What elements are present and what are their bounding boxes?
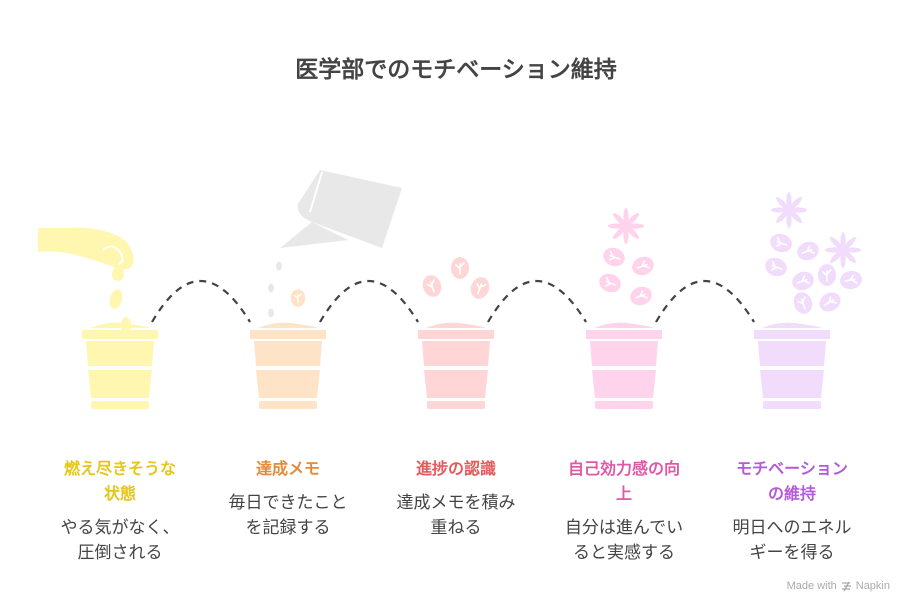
step-5: モチベーション の維持 明日へのエネル ギーを得る (707, 456, 877, 566)
napkin-watermark[interactable]: Made with Napkin (787, 580, 890, 592)
step-4-illustration (586, 208, 662, 409)
water-drops (268, 261, 282, 318)
step-5-description: 明日へのエネル ギーを得る (732, 518, 852, 563)
napkin-logo-icon (841, 581, 851, 591)
step-2-description: 毎日できたこと を記録する (228, 493, 348, 538)
step-4: 自己効力感の向 上 自分は進んでい ると実感する (539, 456, 709, 566)
connector-4-5 (655, 280, 755, 323)
step-2-illustration (250, 170, 402, 409)
hand-icon (38, 227, 134, 270)
made-with-label: Made with (786, 580, 837, 592)
step-1-description: やる気がなく、 圧倒される (60, 518, 180, 563)
step-4-description: 自分は進んでい ると実感する (564, 518, 684, 563)
step-4-heading: 自己効力感の向 上 (567, 459, 680, 503)
step-3-illustration (418, 256, 494, 409)
watering-can-icon (280, 170, 402, 248)
page-title: 医学部でのモチベーション維持 (295, 57, 617, 83)
step-1: 燃え尽きそうな 状態 やる気がなく、 圧倒される (35, 456, 205, 566)
connector-3-4 (487, 280, 587, 323)
connector-2-3 (319, 280, 419, 323)
step-1-illustration (38, 227, 158, 409)
step-3-heading: 進捗の認識 (415, 459, 496, 478)
step-5-illustration (754, 192, 865, 409)
step-5-heading: モチベーション の維持 (736, 459, 848, 503)
step-1-heading: 燃え尽きそうな 状態 (63, 459, 176, 503)
step-3: 進捗の認識 達成メモを積み 重ねる (371, 456, 541, 541)
connector-1-2 (151, 280, 251, 323)
connector-arcs (151, 280, 755, 323)
step-3-description: 達成メモを積み 重ねる (396, 493, 516, 538)
step-2-heading: 達成メモ (255, 459, 320, 478)
napkin-brand-label: Napkin (855, 580, 890, 592)
step-2: 達成メモ 毎日できたこと を記録する (203, 456, 373, 541)
